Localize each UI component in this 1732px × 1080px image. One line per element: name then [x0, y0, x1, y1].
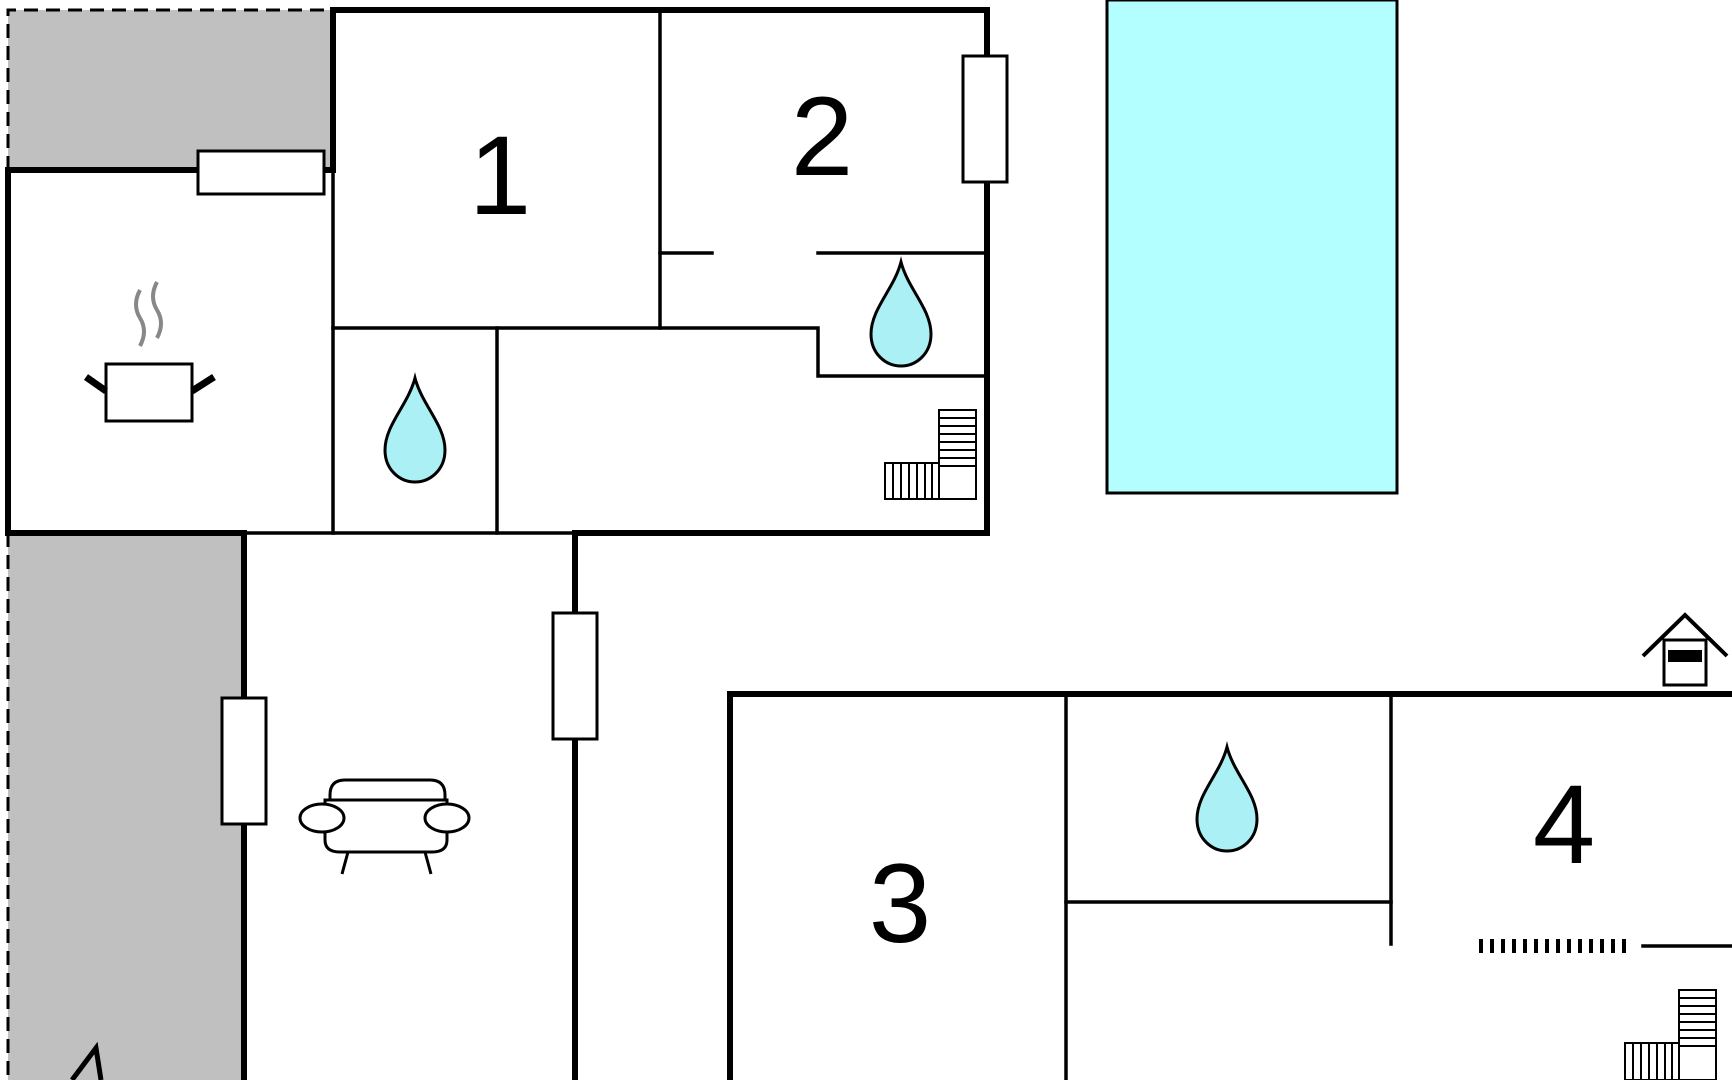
terrace-top-left: [6, 8, 333, 170]
terrace-top-fill: [8, 10, 333, 170]
window: [220, 696, 268, 826]
swimming-pool: [1105, 0, 1399, 495]
north-arrow-icon: [70, 1041, 104, 1080]
room-number-1: 1: [469, 113, 531, 238]
water-drop-icon: [1195, 741, 1259, 853]
annex-walls: [727, 691, 1732, 1080]
room-number-4: 4: [1533, 762, 1595, 887]
window: [551, 611, 599, 741]
kitchen-pot-icon: [83, 281, 216, 423]
house-icon: [1641, 612, 1729, 687]
terrace-left: [6, 533, 244, 1080]
terrace-left-fill: [8, 533, 244, 1080]
room-number-2: 2: [791, 74, 853, 199]
sofa-icon: [298, 778, 471, 875]
room-number-3: 3: [869, 841, 931, 966]
window: [961, 54, 1009, 184]
window: [196, 149, 326, 196]
stairs-icon: [1624, 989, 1717, 1080]
water-drop-icon: [383, 372, 447, 484]
water-drop-icon: [869, 256, 933, 368]
stairs-icon: [884, 409, 977, 500]
